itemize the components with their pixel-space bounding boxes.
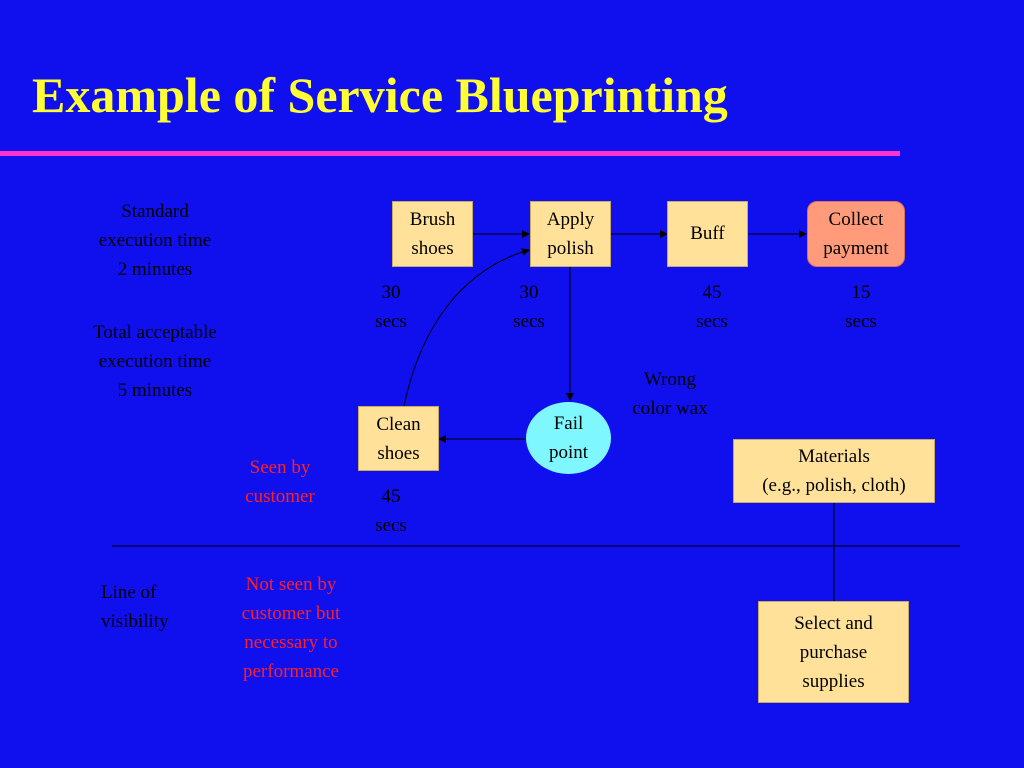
apply-polish-box: Apply polish	[530, 201, 611, 267]
apply-time: 30 secs	[513, 282, 545, 332]
clean-shoes-box: Clean shoes	[358, 406, 439, 471]
fail-point-note: Wrong color wax	[632, 369, 708, 419]
arrow-clean-to-apply	[403, 248, 530, 407]
select-purchase-supplies-box: Select and purchase supplies	[758, 601, 909, 703]
collect-time: 15 secs	[845, 282, 877, 332]
title-underline	[0, 151, 900, 156]
buff-time: 45 secs	[696, 282, 728, 332]
collect-payment-box: Collect payment	[807, 201, 905, 267]
line-of-visibility-label: Line of visibility	[101, 582, 169, 632]
fail-point-oval: Fail point	[526, 402, 611, 474]
slide-title: Example of Service Blueprinting	[32, 67, 728, 123]
buff-box: Buff	[667, 201, 748, 267]
total-time-note: Total acceptable execution time 5 minute…	[93, 322, 217, 401]
seen-by-customer-label: Seen by customer	[245, 457, 315, 507]
brush-time: 30 secs	[375, 282, 407, 332]
not-seen-label: Not seen by customer but necessary to pe…	[241, 574, 341, 682]
materials-box: Materials (e.g., polish, cloth)	[733, 439, 935, 503]
clean-time: 45 secs	[375, 486, 407, 536]
brush-shoes-box: Brush shoes	[392, 201, 473, 267]
standard-time-note: Standard execution time 2 minutes	[98, 201, 212, 280]
